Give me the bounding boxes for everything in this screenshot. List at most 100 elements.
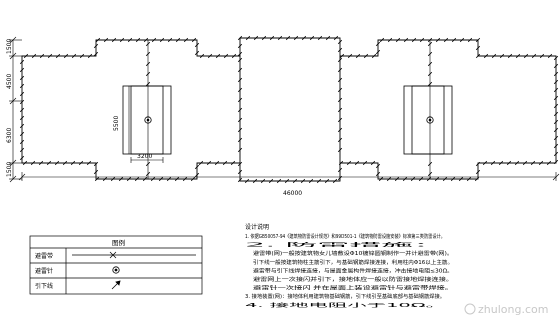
left-dim-4: 1500 [6, 162, 13, 177]
belt-tick [19, 67, 25, 73]
overall-dimension-label: 46000 [283, 190, 302, 197]
belt-tick [167, 37, 173, 43]
left-dim-3: 6300 [6, 128, 13, 143]
belt-tick [237, 43, 243, 49]
belt-tick [523, 53, 529, 59]
belt-tick [419, 37, 425, 43]
belt-tick [499, 53, 505, 59]
belt-tick [19, 59, 25, 65]
belt-tick [426, 176, 432, 182]
belt-tick [174, 176, 180, 182]
belt-tick [458, 176, 464, 182]
room-left-width-label: 3200 [137, 153, 152, 160]
belt-tick [354, 160, 360, 166]
room-left-inner [130, 85, 164, 155]
belt-tick [475, 37, 481, 43]
bottom-dimension [18, 172, 560, 181]
belt-tick [237, 67, 243, 73]
belt-tick [183, 37, 189, 43]
legend-table [29, 235, 203, 295]
note-line: 1. 依据GB50057-94《建筑物防雷设计规范》和99D501-1《建筑物防… [245, 233, 445, 240]
belt-tick [182, 176, 188, 182]
room-right [403, 85, 453, 155]
belt-tick [410, 176, 416, 182]
belt-tick [284, 178, 290, 184]
belt-tick [531, 53, 537, 59]
belt-tick [86, 160, 92, 166]
belt-tick [459, 37, 465, 43]
belt-tick [94, 176, 100, 182]
belt-tick [418, 176, 424, 182]
belt-tick [515, 53, 521, 59]
belt-tick [19, 131, 25, 137]
legend-title: 图例 [112, 238, 125, 247]
belt-tick [79, 53, 85, 59]
note-line: 引下线一般按建筑物柱主筋引下，与基础钢筋焊接连接，利用柱内Φ16以上主筋。 [253, 259, 453, 266]
belt-tick [370, 160, 376, 166]
belt-tick [474, 176, 480, 182]
belt-tick [435, 37, 441, 43]
legend-label-belt: 避雷带 [35, 252, 53, 260]
belt-tick [22, 160, 28, 166]
belt-tick [300, 178, 306, 184]
belt-tick [337, 47, 343, 53]
belt-tick [507, 53, 513, 59]
belt-tick [427, 51, 433, 57]
note-line: 避雷带(网)一般按建筑物女儿墙敷设Φ10镀锌圆钢制作一并计避雷带(网)。 [253, 250, 453, 257]
belt-tick [269, 35, 275, 41]
belt-tick [19, 155, 25, 161]
belt-tick [337, 167, 343, 173]
belt-tick [237, 169, 243, 175]
belt-tick [194, 172, 200, 178]
belt-tick [38, 160, 44, 166]
belt-tick [194, 50, 200, 56]
belt-tick [30, 160, 36, 166]
belt-tick [337, 87, 343, 93]
belt-tick [127, 37, 133, 43]
belt-tick [467, 37, 473, 43]
belt-tick [19, 83, 25, 89]
belt-tick [411, 37, 417, 43]
belt-tick [19, 139, 25, 145]
belt-tick [110, 176, 116, 182]
belt-tick [292, 178, 298, 184]
belt-tick [475, 45, 481, 51]
belt-tick [253, 35, 259, 41]
belt-tick [490, 160, 496, 166]
belt-tick [145, 161, 151, 167]
belt-tick [276, 178, 282, 184]
belt-tick [355, 53, 361, 59]
belt-tick [293, 35, 299, 41]
belt-tick [260, 178, 266, 184]
belt-tick [198, 160, 204, 166]
belt-tick [237, 87, 243, 93]
belt-tick [215, 53, 221, 59]
belt-tick [553, 63, 559, 69]
belt-tick [103, 37, 109, 43]
belt-tick [308, 178, 314, 184]
belt-tick [547, 53, 553, 59]
belt-tick [466, 176, 472, 182]
belt-tick [324, 178, 330, 184]
belt-tick [553, 95, 559, 101]
belt-tick [231, 53, 237, 59]
belt-tick [378, 176, 384, 182]
note-line: 4. 接地电阻小于10Ω。 [245, 302, 445, 309]
belt-tick [19, 115, 25, 121]
belt-tick [19, 123, 25, 129]
left-dim-2: 4500 [6, 74, 13, 89]
belt-tick [119, 37, 125, 43]
belt-tick [443, 37, 449, 43]
belt-tick [145, 71, 151, 77]
belt-tick [237, 57, 243, 63]
belt-tick [337, 77, 343, 83]
belt-tick [252, 178, 258, 184]
belt-tick [427, 171, 433, 177]
belt-tick [427, 61, 433, 67]
belt-tick [214, 160, 220, 166]
belt-tick [553, 55, 559, 61]
belt-tick [427, 71, 433, 77]
belt-tick [427, 161, 433, 167]
belt-tick [337, 97, 343, 103]
belt-tick [47, 53, 53, 59]
